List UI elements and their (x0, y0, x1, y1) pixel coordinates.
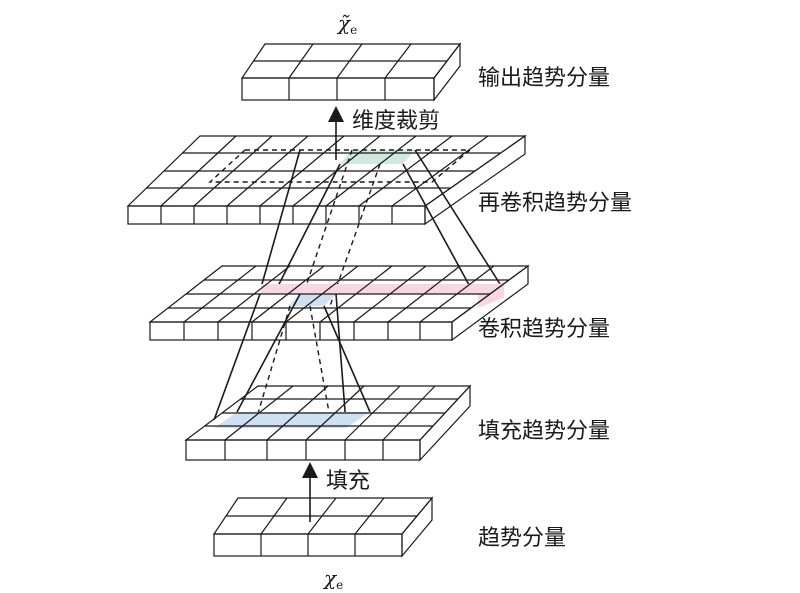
output-symbol: χ̃e (336, 11, 357, 37)
reconv-projection-lines (261, 149, 501, 307)
crop-step-label: 维度裁剪 (352, 109, 440, 134)
padded-trend-component-label: 填充趋势分量 (478, 419, 610, 444)
pad-step-label: 填充 (326, 469, 370, 494)
reconv-trend-component-label: 再卷积趋势分量 (478, 191, 632, 216)
output-layer-grid (240, 42, 462, 102)
output-trend-component-label: 输出趋势分量 (478, 66, 610, 91)
conv-projection-lines (213, 293, 371, 425)
conv-layer-grid (148, 264, 530, 342)
input-symbol: χe (322, 566, 343, 592)
conv-trend-component-label: 卷积趋势分量 (478, 317, 610, 342)
padded-layer-grid (184, 384, 472, 462)
reconv-layer-grid (126, 134, 527, 226)
input-trend-component-label: 趋势分量 (478, 526, 566, 551)
input-layer-grid (212, 496, 434, 558)
